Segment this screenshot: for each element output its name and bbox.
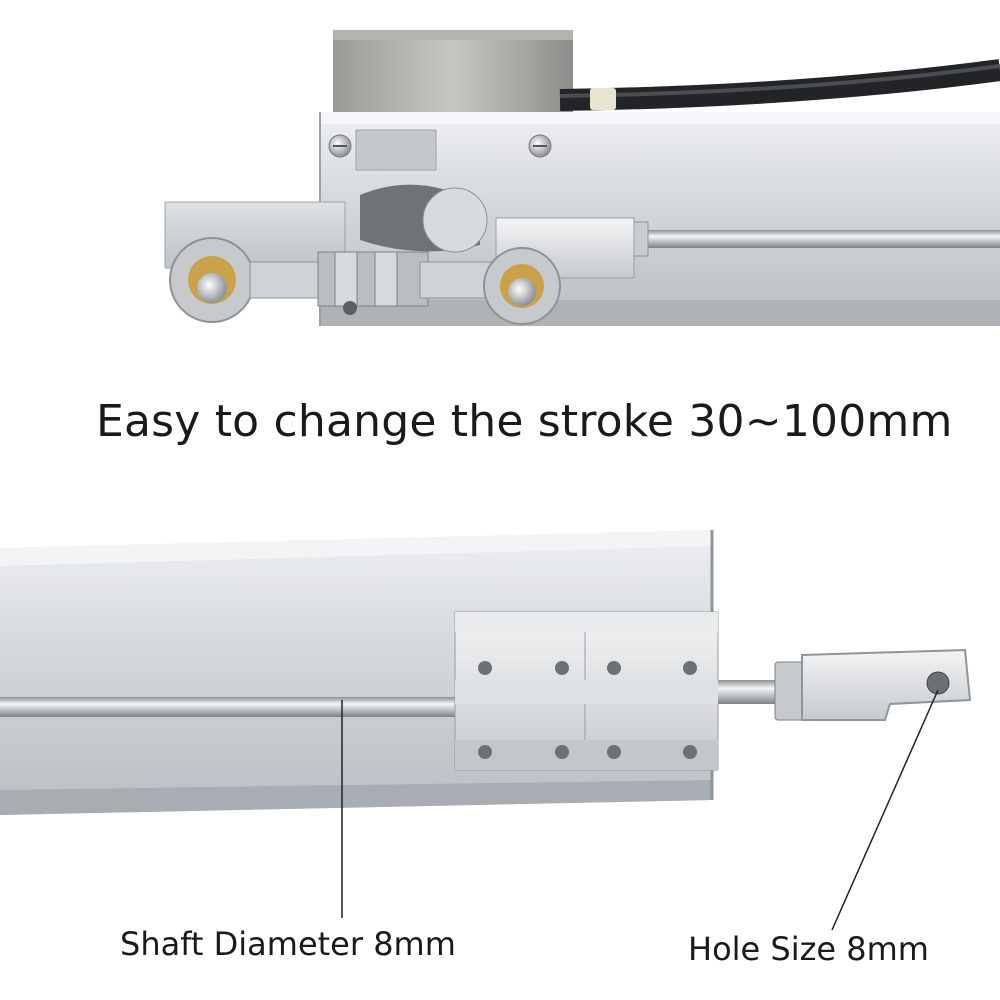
- headline: Easy to change the stroke 30~100mm: [96, 396, 953, 447]
- clevis-hole: [926, 671, 950, 695]
- hole-size-label: Hole Size 8mm: [688, 930, 929, 968]
- extended-rod: [718, 680, 780, 704]
- shaft-diameter-label: Shaft Diameter 8mm: [120, 925, 456, 963]
- motor-housing: [333, 30, 573, 118]
- hole-leader-line: [831, 689, 939, 931]
- bottom-actuator-photo: [0, 530, 972, 815]
- clevis: [801, 648, 972, 721]
- bearing-holes: [478, 661, 697, 759]
- top-actuator-photo: [164, 30, 1000, 326]
- shaft: [0, 697, 470, 717]
- power-cable: [559, 59, 1000, 111]
- lock-nut: [774, 661, 806, 721]
- push-rod: [640, 230, 1000, 248]
